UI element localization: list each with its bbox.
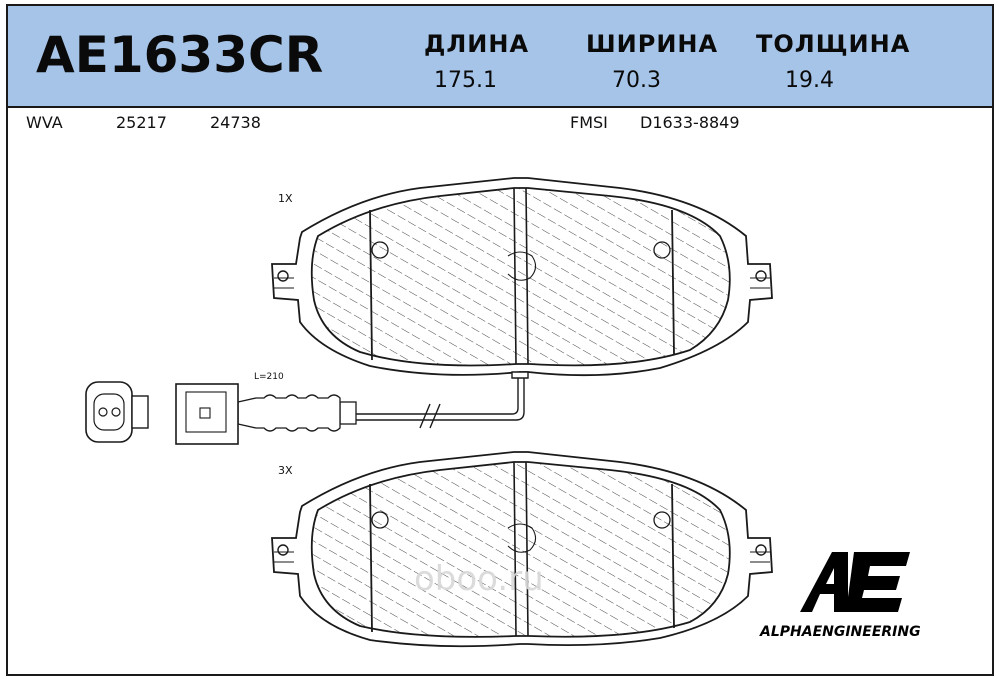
length-label: ДЛИНА [424,30,530,58]
ae-logo-icon [800,552,910,612]
brand-name: ALPHAENGINEERING [760,624,921,640]
width-label: ШИРИНА [586,30,719,58]
wva-number-1: 25217 [116,113,167,132]
sensor-length-label: L=210 [254,372,284,382]
wear-sensor [85,371,529,445]
header-bar [6,4,994,108]
brake-pad-bottom [271,451,773,648]
brake-pad-top [271,177,773,377]
bottom-pad-quantity: 3X [278,464,293,477]
fmsi-label: FMSI [570,113,608,132]
sheet-frame [6,4,994,676]
watermark-text: oboo.ru [414,559,544,599]
width-value: 70.3 [612,68,661,93]
wva-number-2: 24738 [210,113,261,132]
part-number: AE1633CR [36,26,324,84]
top-pad-quantity: 1X [278,192,293,205]
fmsi-number: D1633-8849 [640,113,740,132]
wva-label: WVA [26,113,63,132]
length-value: 175.1 [434,68,497,93]
thickness-value: 19.4 [785,68,834,93]
thickness-label: ТОЛЩИНА [756,30,911,58]
